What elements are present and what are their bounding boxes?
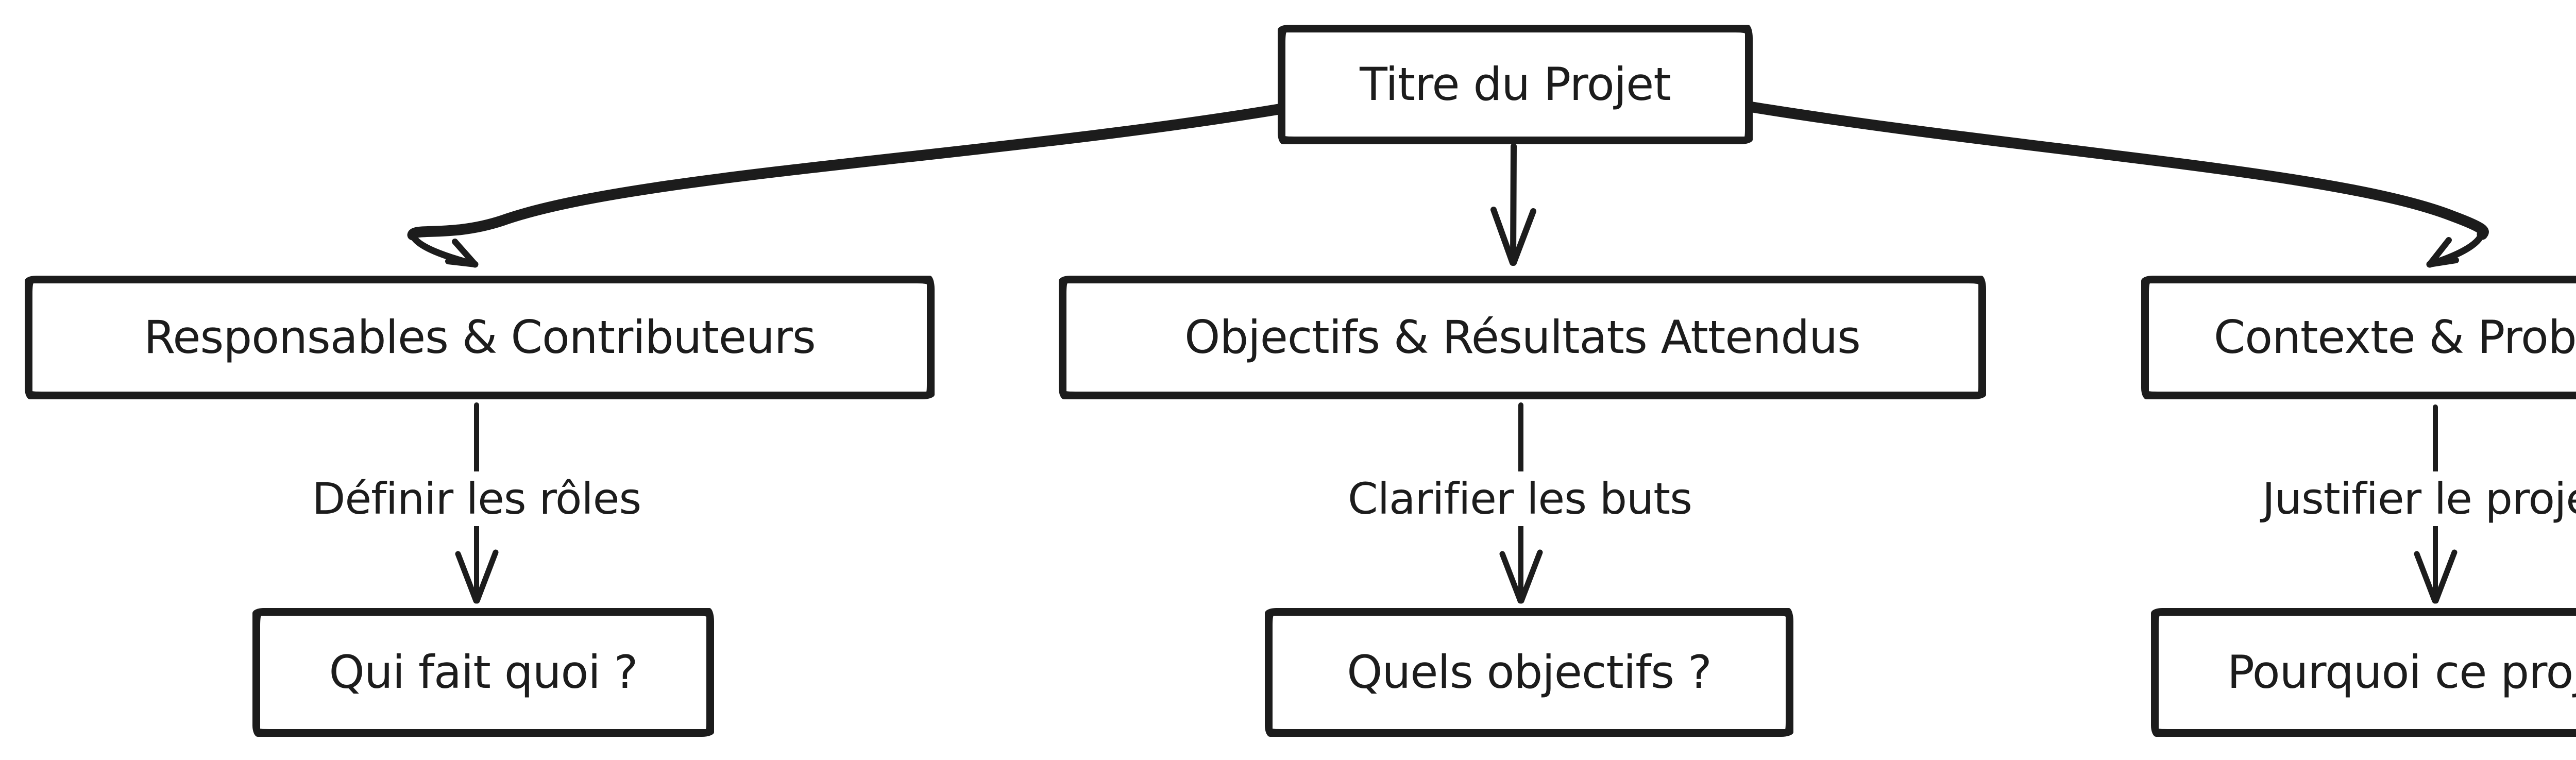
- arrowhead-responsables: [445, 239, 478, 267]
- arrowhead-leaf-left: [455, 549, 499, 604]
- edge-label-clarifier-les-buts: Clarifier les buts: [1333, 471, 1706, 526]
- edge-label-justifier-le-projet: Justifier le projet: [2248, 471, 2576, 526]
- arrowhead-objectifs: [1490, 207, 1536, 266]
- node-quels-objectifs-label: Quels objectifs ?: [1347, 645, 1712, 699]
- arrow-title-to-contexte: [1747, 102, 2489, 268]
- node-responsables: Responsables & Contributeurs: [25, 276, 935, 399]
- node-quels-objectifs: Quels objectifs ?: [1265, 608, 1793, 737]
- node-qui-fait-quoi-label: Qui fait quoi ?: [329, 645, 638, 699]
- node-pourquoi-ce-projet-label: Pourquoi ce projet ?: [2227, 645, 2576, 699]
- node-qui-fait-quoi: Qui fait quoi ?: [252, 608, 714, 737]
- node-contexte-label: Contexte & Problème: [2213, 310, 2576, 364]
- node-project-title: Titre du Projet: [1278, 25, 1753, 144]
- arrowhead-contexte: [2427, 237, 2459, 267]
- edge-label-definir-les-roles: Définir les rôles: [297, 471, 656, 526]
- node-project-title-label: Titre du Projet: [1360, 57, 1671, 111]
- arrowhead-leaf-middle: [1499, 549, 1543, 604]
- node-objectifs-label: Objectifs & Résultats Attendus: [1184, 310, 1861, 364]
- node-objectifs: Objectifs & Résultats Attendus: [1059, 276, 1986, 399]
- arrow-title-to-objectifs: [1490, 143, 1536, 266]
- node-responsables-label: Responsables & Contributeurs: [144, 310, 816, 364]
- arrowhead-leaf-right: [2414, 549, 2458, 604]
- node-contexte: Contexte & Problème: [2141, 276, 2576, 399]
- arrow-title-to-responsables: [407, 104, 1284, 268]
- node-pourquoi-ce-projet: Pourquoi ce projet ?: [2151, 608, 2576, 737]
